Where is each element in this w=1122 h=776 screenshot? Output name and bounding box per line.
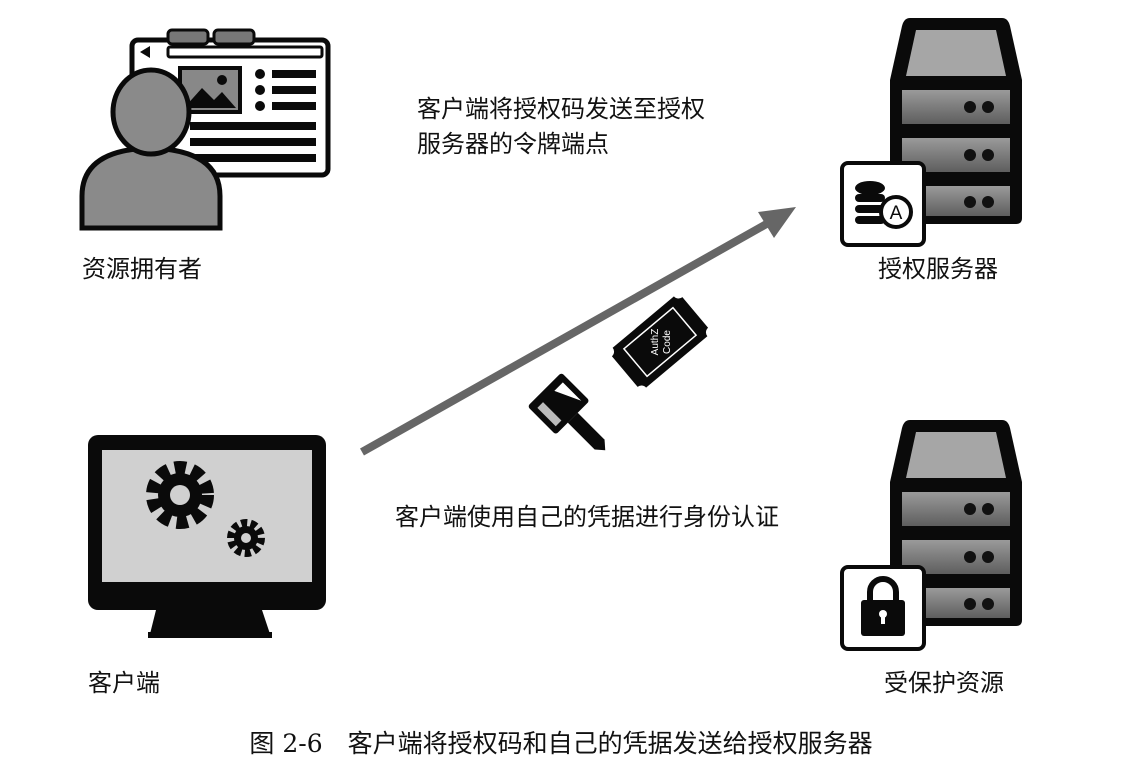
- auth-server-icon: A: [840, 18, 1022, 247]
- protected-resource-server-icon: [840, 420, 1022, 651]
- gear-icon: [227, 519, 265, 557]
- database-icon: [855, 181, 885, 224]
- arrow-to-auth-server: [360, 207, 796, 456]
- send-code-annotation-line2: 服务器的令牌端点: [417, 130, 609, 158]
- client-label: 客户端: [88, 669, 160, 697]
- figure-caption: 图 2-6 客户端将授权码和自己的凭据发送给授权服务器: [249, 729, 873, 758]
- authz-code-ticket-icon: AuthZ Code: [611, 296, 709, 388]
- client-monitor-icon: [88, 435, 326, 638]
- ticket-line1: AuthZ: [650, 329, 661, 356]
- protected-resource-label: 受保护资源: [884, 669, 1004, 697]
- auth-server-label: 授权服务器: [878, 255, 998, 283]
- svg-text:A: A: [890, 203, 903, 224]
- gear-icon: [146, 461, 214, 529]
- send-code-annotation-line1: 客户端将授权码发送至授权: [417, 95, 705, 123]
- authenticate-annotation: 客户端使用自己的凭据进行身份认证: [395, 503, 779, 531]
- ticket-line2: Code: [662, 330, 673, 354]
- lock-icon: [861, 576, 905, 636]
- user-icon: [79, 67, 223, 231]
- key-icon: [528, 373, 606, 451]
- resource-owner-label: 资源拥有者: [82, 255, 202, 283]
